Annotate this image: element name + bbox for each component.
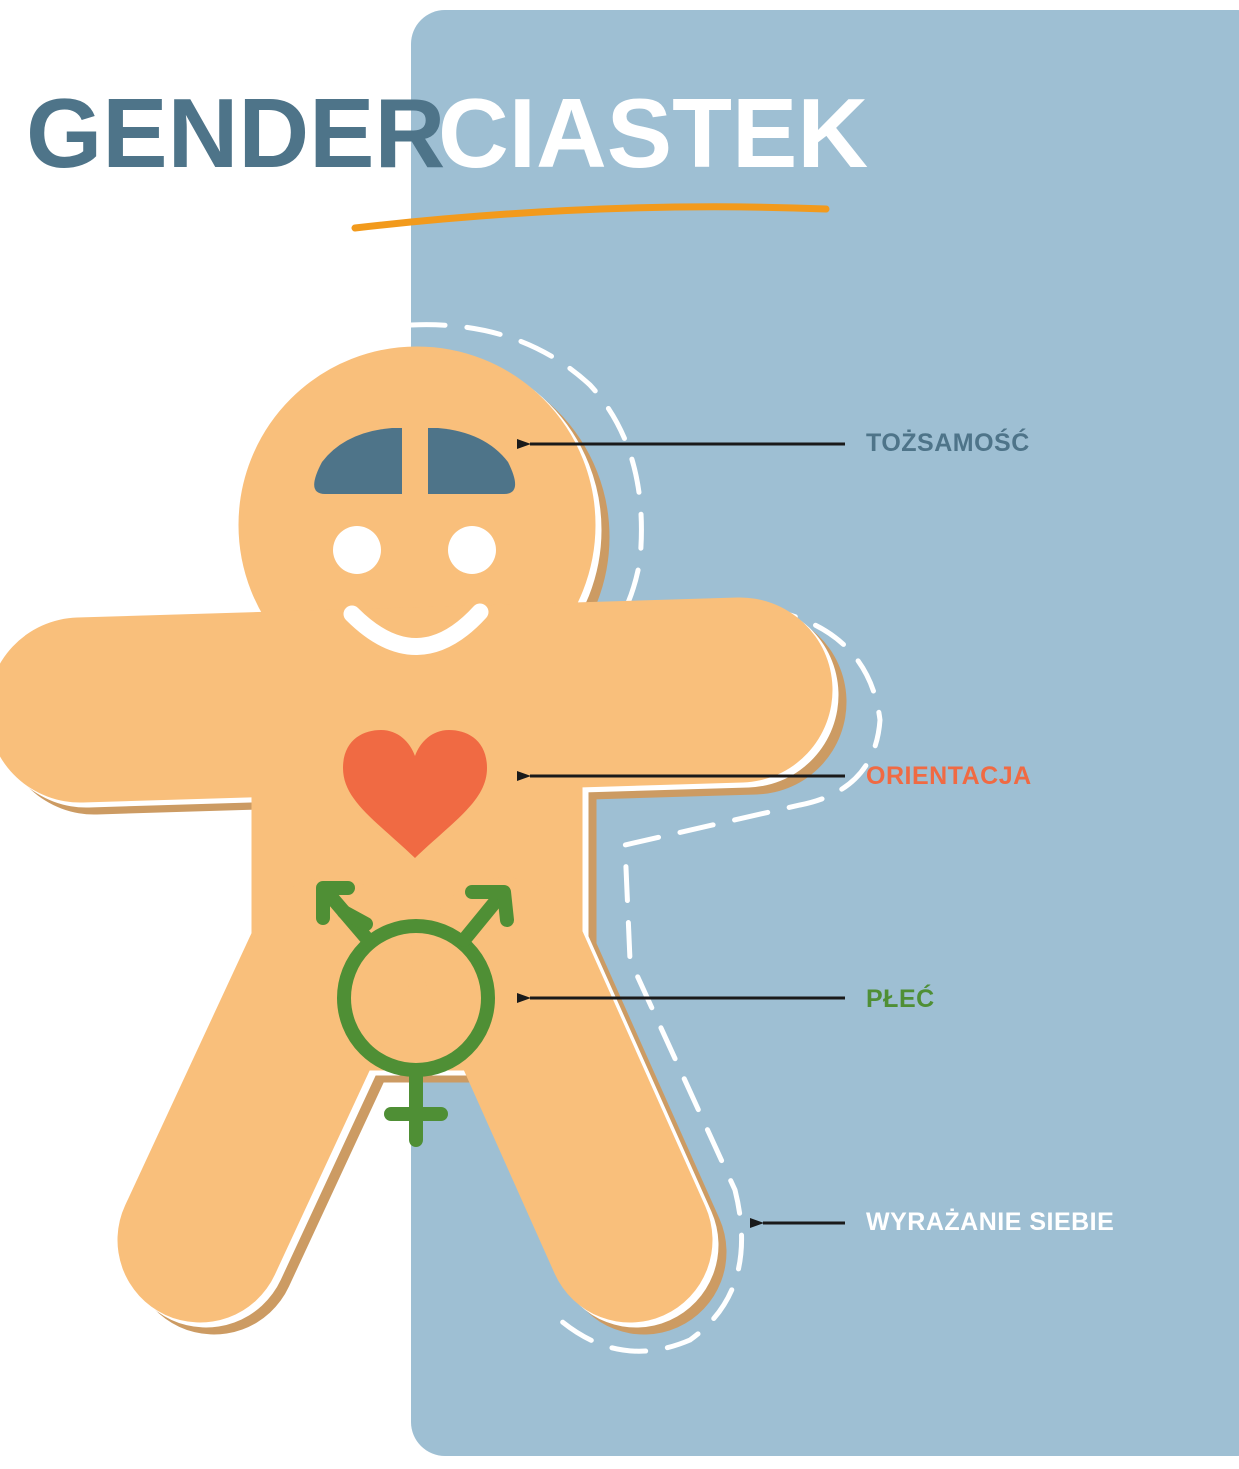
label-identity: TOŻSAMOŚĆ xyxy=(866,429,1030,458)
label-sex: PŁEĆ xyxy=(866,985,935,1014)
left-eye xyxy=(333,526,381,574)
title-underline xyxy=(355,207,826,228)
label-expression: WYRAŻANIE SIEBIE xyxy=(866,1208,1114,1237)
right-eye xyxy=(448,526,496,574)
label-orientation: ORIENTACJA xyxy=(866,762,1032,791)
